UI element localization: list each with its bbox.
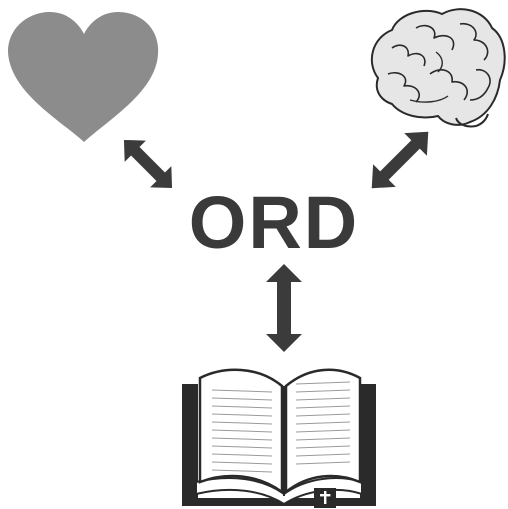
brain-icon <box>370 8 506 128</box>
arrow-ord-book <box>266 264 302 352</box>
bookmark-cross-icon <box>314 488 336 508</box>
book-right-page-lines <box>295 381 351 465</box>
arrow-brain-ord <box>371 131 429 189</box>
book-left-page-lines <box>211 389 273 473</box>
book-icon <box>182 368 376 508</box>
heart-icon <box>8 12 159 142</box>
center-word: ORD <box>189 181 359 264</box>
arrow-heart-ord <box>123 139 173 189</box>
